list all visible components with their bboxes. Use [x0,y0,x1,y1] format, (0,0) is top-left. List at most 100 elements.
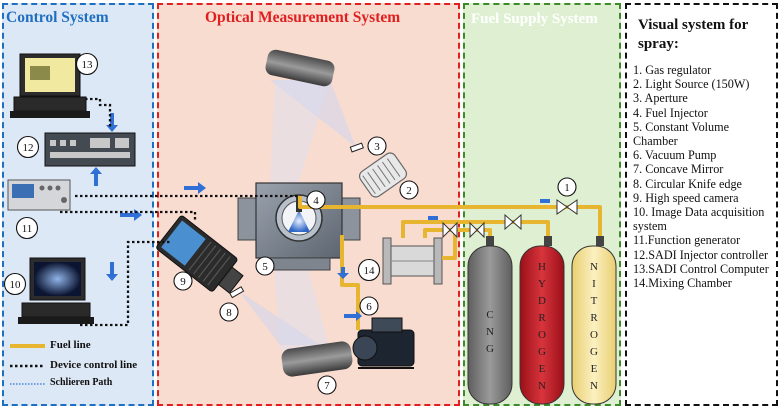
line-legend [10,344,45,385]
hydrogen-cylinder-letter: G [538,346,546,358]
nitrogen-cylinder-letter: R [590,312,598,324]
control-line-10-camera [80,240,172,327]
cng-cylinder-letter: G [486,343,494,355]
nitrogen-cylinder-letter: E [591,363,598,375]
optical-system-title: Optical Measurement System [205,9,401,26]
vacuum-pump [352,317,415,369]
marker-label-13: 13 [82,59,94,71]
valves [442,199,578,239]
legend-item: 4. Fuel Injector [633,105,708,120]
marker-circle-2 [399,180,419,200]
legend-item: 6. Vacuum Pump [633,148,717,163]
legend-item: 10. Image Data acquisition system [633,205,765,234]
fuel-line-mix-out [442,230,457,260]
marker-label-5: 5 [262,261,268,273]
fuel-line-hydrogen [401,220,550,238]
nitrogen-cylinder-letter: G [590,346,598,358]
bottom-concave-mirror [281,341,353,377]
hydrogen-cylinder-letter: N [538,380,546,392]
image-acquisition-computer [18,257,94,324]
hydrogen-cylinder-letter: E [539,363,546,375]
marker-circle-12 [16,135,40,159]
marker-label-14: 14 [364,265,376,277]
marker-label-7: 7 [324,380,330,392]
nitrogen-cylinder-letter: O [590,329,598,341]
injector-controller [44,132,136,167]
schlieren-path-legend-label: Schlieren Path [50,377,113,388]
device-control-line-legend-label: Device control line [50,359,138,371]
fuel-lines [298,196,602,330]
marker-circle-3 [367,136,387,156]
hydrogen-cylinder [519,236,565,405]
nitrogen-cylinder [571,236,617,405]
marker-circle-13 [75,52,99,76]
high-speed-camera [156,215,244,294]
marker-label-10: 10 [10,279,22,291]
marker-circle-14 [357,258,381,282]
legend-item: 3. Aperture [633,91,688,106]
legend-item: 14.Mixing Chamber [633,276,732,291]
marker-circle-1 [557,177,577,197]
knife-edge [229,286,245,299]
aperture [349,142,364,153]
beam-top-vertical [270,80,330,185]
marker-label-2: 2 [406,185,412,197]
hydrogen-cylinder-letter: Y [538,278,546,290]
legend-item: 5. Constant Volume Chamber [633,119,730,149]
fuel-line-pump [340,235,360,330]
marker-label-6: 6 [366,301,372,313]
legend-item: 8. Circular Knife edge [633,176,742,191]
nitrogen-cylinder-letter: N [590,261,598,273]
fuel-line-cng [423,228,492,238]
legend-item: 1. Gas regulator [633,63,712,77]
marker-circle-6 [359,296,379,316]
hydrogen-cylinder-letter: H [538,261,546,273]
control-line-11-camera [60,210,197,222]
control-system-title: Control System [6,9,109,26]
device-control-lines [60,97,300,327]
legend-item: 7. Concave Mirror [633,162,724,177]
nitrogen-cylinder-letter: I [592,278,596,290]
marker-label-9: 9 [180,276,186,288]
legend-item: 9. High speed camera [633,190,739,205]
marker-label-3: 3 [374,141,380,153]
light-source [358,152,408,198]
nitrogen-cylinder-letter: T [591,295,598,307]
cng-cylinder [467,236,513,405]
marker-label-1: 1 [564,182,570,194]
cng-cylinder-letter: N [486,326,494,338]
marker-circle-9 [173,271,193,291]
marker-label-4: 4 [313,195,319,207]
marker-circle-8 [219,302,239,322]
fuel-line-legend-label: Fuel line [50,339,91,351]
legend-item: 12.SADI Injector controller [633,247,769,262]
hydrogen-cylinder-letter: O [538,329,546,341]
constant-volume-chamber [237,182,361,271]
marker-circle-7 [317,375,337,395]
hydrogen-cylinder-letter: D [538,295,546,307]
beam-source-to-mirror-top [270,80,357,148]
hydrogen-cylinder-letter: R [538,312,546,324]
top-concave-mirror [265,49,335,87]
legend-item: 2. Light Source (150W) [633,77,750,92]
fuel-line-main [298,196,602,236]
marker-label-12: 12 [23,142,34,154]
mixing-chamber [382,237,443,285]
legend-item: 11.Function generator [633,233,741,248]
marker-circle-4 [306,190,326,210]
control-computer [10,53,90,118]
cng-cylinder-letter: C [486,309,493,321]
marker-circle-11 [15,216,39,240]
function-generator [7,179,71,211]
marker-circle-5 [255,256,275,276]
marker-label-8: 8 [226,307,232,319]
visual-system-panel [625,3,778,406]
marker-label-11: 11 [22,223,33,235]
visual-system-title: Visual system for spray: [638,17,748,52]
beam-mirror-to-knife [240,293,320,345]
